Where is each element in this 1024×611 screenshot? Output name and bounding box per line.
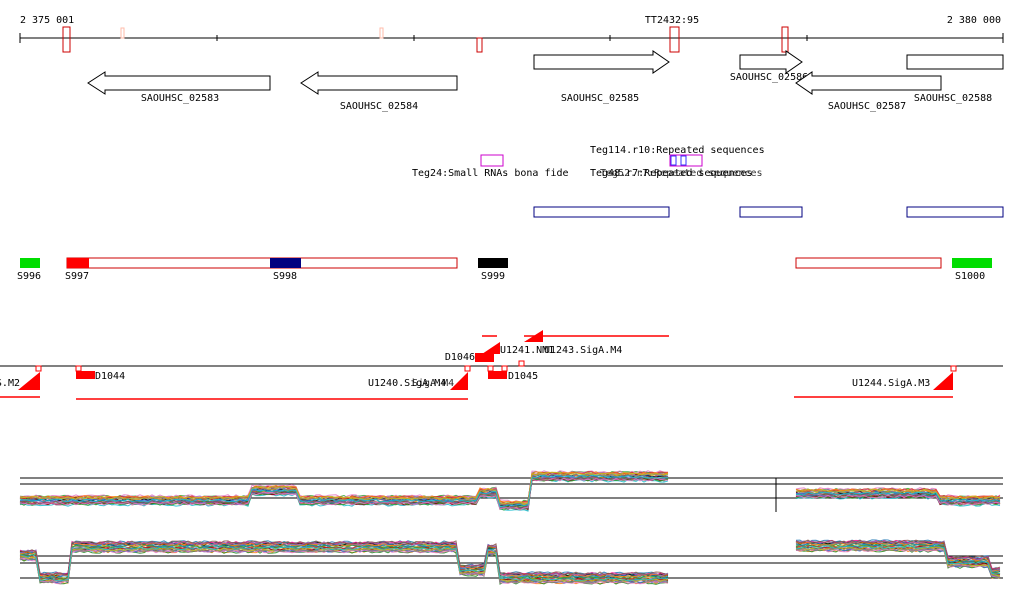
gene-saouhsc-02585[interactable]: SAOUHSC_02585 <box>533 50 670 104</box>
repeat-box[interactable] <box>533 206 670 218</box>
axis-start-label: 2 375 001 <box>20 15 74 26</box>
gene-saouhsc-02586[interactable]: SAOUHSC_02586 <box>730 50 808 83</box>
feature-label-teg48: Teg48.r7:Repeated sequences <box>590 168 753 179</box>
promoter-label-u1241: U1241.NM1 <box>500 345 554 356</box>
repeat-box[interactable] <box>739 206 803 218</box>
repeat-box[interactable] <box>906 206 1004 218</box>
gene-label: SAOUHSC_02587 <box>828 101 906 112</box>
promoter-track: S.M2 D1044 D1046 D1045 U1241.NM1 U1243.S… <box>0 330 1003 400</box>
promoter-label-d1045: D1045 <box>508 371 538 382</box>
promoter-label-u1243: U1243.SigA.M4 <box>544 345 622 356</box>
segment-track: S996 S997 S998 S999 S1000 <box>17 257 992 282</box>
segment-s996[interactable] <box>20 258 40 268</box>
coordinate-axis: 2 375 001 2 380 000 TT2432:95 <box>19 15 1004 53</box>
segment-label: S996 <box>17 271 41 282</box>
feature-box-teg114[interactable] <box>669 154 703 167</box>
feature-track: Teg114.r10:Repeated sequences Teg24:Smal… <box>412 145 1004 218</box>
segment-s998[interactable] <box>270 258 301 268</box>
terminator-d1044[interactable] <box>76 371 95 379</box>
gene-saouhsc-02588[interactable]: SAOUHSC_02588 <box>906 54 1004 104</box>
segment-region <box>795 257 942 269</box>
gene-saouhsc-02583[interactable]: SAOUHSC_02583 <box>87 71 271 104</box>
expression-panel-top <box>19 470 1003 512</box>
segment-s1000[interactable] <box>952 258 992 268</box>
segment-s997-region <box>66 257 458 269</box>
gene-saouhsc-02584[interactable]: SAOUHSC_02584 <box>300 71 458 112</box>
promoter-label-d1046: D1046 <box>445 352 475 363</box>
gene-saouhsc-02587[interactable]: SAOUHSC_02587 <box>795 71 942 112</box>
feature-label-teg24: Teg24:Small RNAs bona fide <box>412 168 569 179</box>
gene-label: SAOUHSC_02588 <box>914 93 992 104</box>
feature-box-teg24[interactable] <box>480 154 504 167</box>
segment-label: S998 <box>273 271 297 282</box>
svg-text:SigA.M4: SigA.M4 <box>412 378 454 389</box>
segment-s999[interactable] <box>478 258 508 268</box>
promoter-label-sm2: S.M2 <box>0 378 20 389</box>
gene-label: SAOUHSC_02583 <box>141 93 219 104</box>
svg-text:Teg52.r7:Repeated sequences: Teg52.r7:Repeated sequences <box>600 168 763 179</box>
segment-label: S997 <box>65 271 89 282</box>
segment-label: S999 <box>481 271 505 282</box>
terminator-d1045[interactable] <box>488 371 507 379</box>
gene-label: SAOUHSC_02585 <box>561 93 639 104</box>
gene-label: SAOUHSC_02586 <box>730 72 808 83</box>
gene-label: SAOUHSC_02584 <box>340 101 418 112</box>
axis-end-label: 2 380 000 <box>947 15 1001 26</box>
terminator-d1046[interactable] <box>475 353 494 362</box>
gene-track: SAOUHSC_02583 SAOUHSC_02584 SAOUHSC_0258… <box>87 50 1004 112</box>
promoter-label-u1240: U1240.SigA.M4 <box>368 378 446 389</box>
promoter-label-u1244: U1244.SigA.M3 <box>852 378 930 389</box>
segment-s997[interactable] <box>67 258 89 268</box>
axis-marker-label: TT2432:95 <box>645 15 699 26</box>
expression-panel-bottom <box>19 539 1003 585</box>
segment-label: S1000 <box>955 271 985 282</box>
promoter-label-d1044: D1044 <box>95 371 125 382</box>
feature-label-teg114: Teg114.r10:Repeated sequences <box>590 145 765 156</box>
